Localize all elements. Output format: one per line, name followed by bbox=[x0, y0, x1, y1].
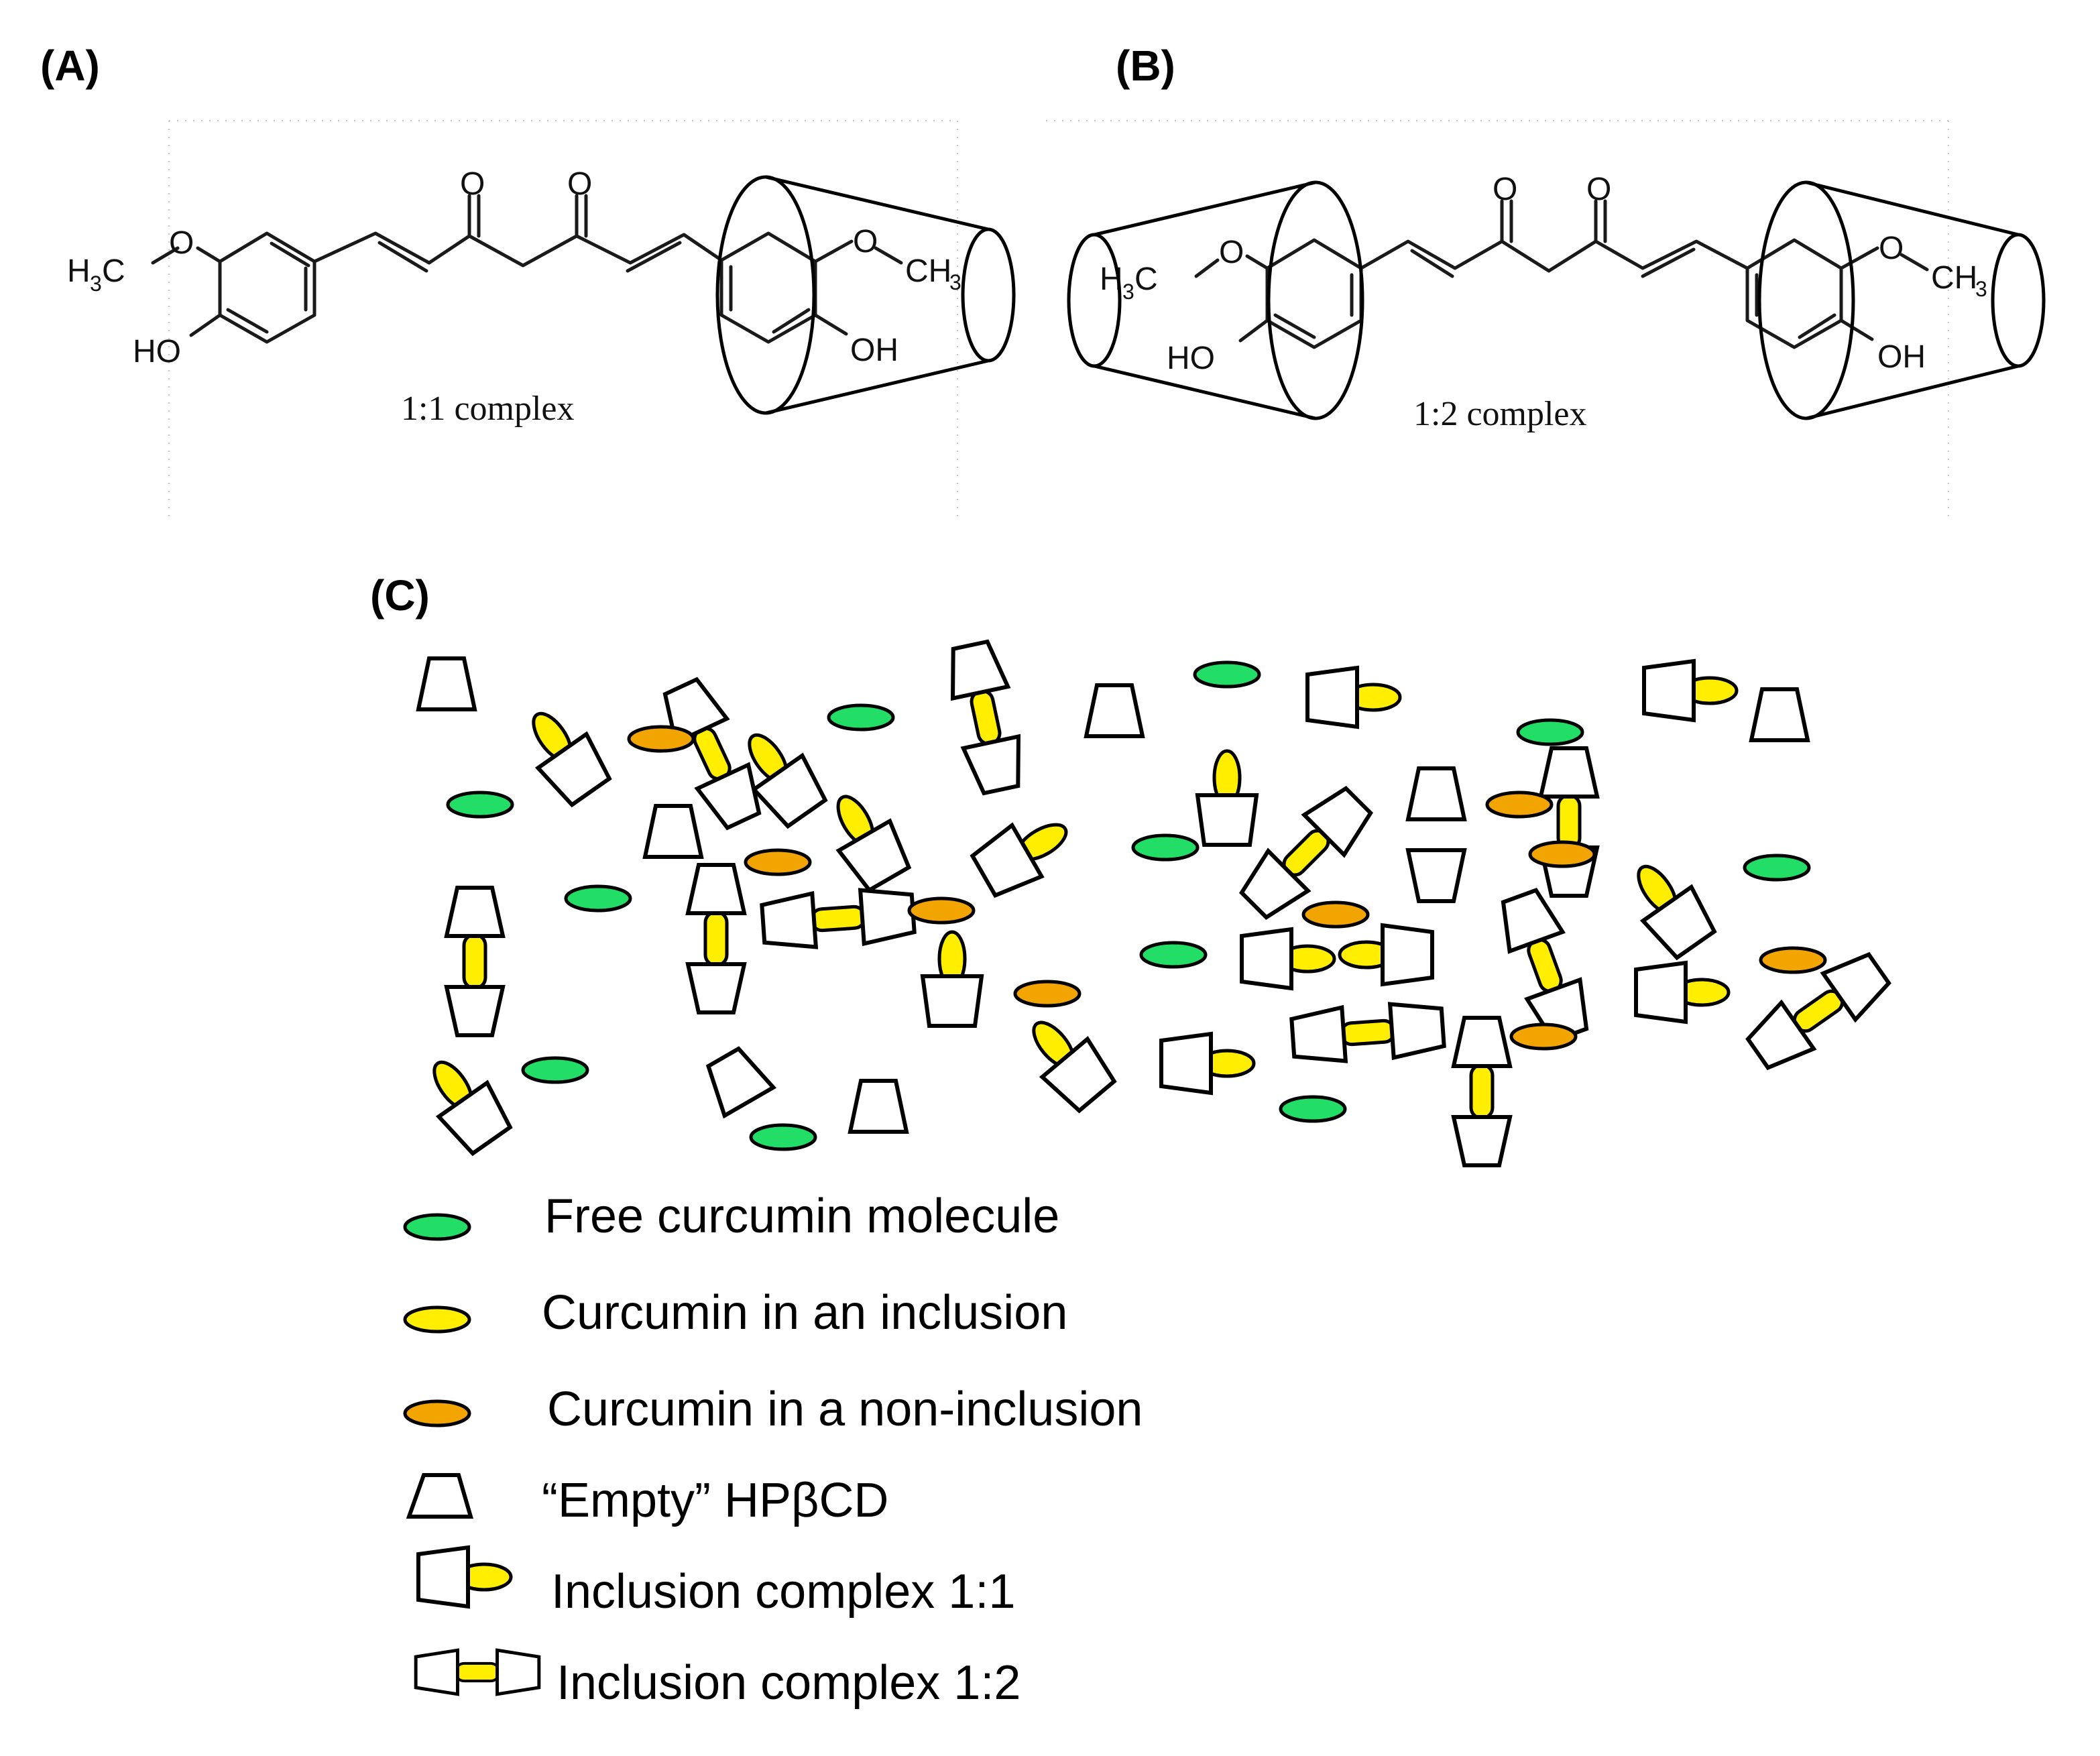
empty-hpbcd bbox=[850, 1081, 907, 1132]
scan-frame bbox=[168, 120, 1949, 516]
complex-1-1 bbox=[1307, 668, 1400, 727]
empty-hpbcd bbox=[1086, 685, 1143, 736]
legend-item-empty: “Empty” HPβCD bbox=[406, 1473, 888, 1527]
b-left-aryl-ring bbox=[1265, 238, 1363, 349]
panel-b-label: (B) bbox=[1116, 42, 1175, 90]
cyclodextrin-cone bbox=[715, 175, 1016, 415]
methoxy-o-right: O bbox=[853, 224, 878, 259]
complex-1-2 bbox=[1454, 1018, 1510, 1165]
legend-item-complex-1-1: Inclusion complex 1:1 bbox=[418, 1547, 1015, 1619]
hydroxy-left: HO bbox=[133, 334, 181, 369]
complex-1-1 bbox=[1618, 851, 1720, 961]
complex-1-2 bbox=[1493, 886, 1596, 1044]
complex-1-1 bbox=[1198, 751, 1257, 845]
h3c-subscript: 3 bbox=[90, 272, 102, 296]
right-cyclodextrin-cone bbox=[1757, 180, 2046, 420]
legend-item-inclusion: Curcumin in an inclusion bbox=[403, 1286, 1067, 1340]
legend-label-empty: “Empty” HPβCD bbox=[542, 1474, 888, 1527]
ketone-o-1: O bbox=[460, 166, 485, 202]
b-methoxy-o-right: O bbox=[1879, 231, 1904, 266]
complex-1-2 bbox=[1541, 748, 1597, 896]
b-h3c-subscript: 3 bbox=[1122, 280, 1134, 304]
complex-1-1 bbox=[513, 698, 615, 809]
ketone-o-2: O bbox=[567, 166, 592, 202]
complex-1-2 bbox=[761, 886, 915, 950]
legend-label-complex-1-2: Inclusion complex 1:2 bbox=[557, 1656, 1020, 1710]
panel-c-label: (C) bbox=[370, 571, 430, 620]
b-ch3-subscript: 3 bbox=[1975, 277, 1987, 301]
ch3-subscript: 3 bbox=[949, 270, 961, 294]
non-inclusion-curcumin-group bbox=[627, 725, 1827, 1051]
complex-1-2-swatch bbox=[416, 1650, 539, 1694]
empty-hpbcd bbox=[699, 1043, 774, 1116]
complex-1-2 bbox=[688, 865, 744, 1012]
legend-label-free: Free curcumin molecule bbox=[544, 1189, 1059, 1243]
left-aryl-ring bbox=[218, 231, 316, 344]
b-methoxy-o-left: O bbox=[1219, 235, 1244, 270]
legend-item-non-inclusion: Curcumin in a non-inclusion bbox=[403, 1383, 1143, 1436]
methoxy-o-left: O bbox=[169, 225, 194, 261]
b-hydroxy-right: OH bbox=[1877, 339, 1926, 375]
empty-hpbcd bbox=[1408, 850, 1464, 901]
right-aryl-ring bbox=[719, 231, 817, 344]
complex-1-1 bbox=[1161, 1034, 1254, 1093]
complex-1-1 bbox=[817, 782, 915, 893]
complex-1-1 bbox=[1014, 1005, 1119, 1115]
complexation-scene bbox=[414, 640, 1895, 1165]
complex-1-1 bbox=[1644, 661, 1737, 720]
empty-hpbcd-swatch bbox=[406, 1473, 473, 1519]
b-ch3-label: CH bbox=[1931, 260, 1977, 296]
structure-1-2-complex: O H 3 C HO O O O CH 3 OH bbox=[1067, 172, 2046, 433]
b-hydroxy-left: HO bbox=[1167, 341, 1215, 376]
b-h3c-carbon: C bbox=[1134, 261, 1158, 297]
free-curcumin-group bbox=[446, 660, 1811, 1151]
legend-item-complex-1-2: Inclusion complex 1:2 bbox=[416, 1650, 1020, 1710]
free-curcumin-swatch bbox=[403, 1213, 471, 1241]
legend-label-inclusion: Curcumin in an inclusion bbox=[542, 1286, 1067, 1340]
empty-hpbcd bbox=[645, 806, 701, 857]
legend-item-free: Free curcumin molecule bbox=[403, 1189, 1059, 1243]
ch3-label: CH bbox=[905, 253, 951, 289]
complex-1-2 bbox=[447, 888, 503, 1035]
panel-a-label: (A) bbox=[40, 42, 100, 90]
hydroxy-right: OH bbox=[850, 333, 898, 368]
h3c-carbon: C bbox=[102, 253, 125, 289]
empty-hpbcd bbox=[418, 658, 475, 709]
non-inclusion-curcumin-swatch bbox=[403, 1399, 471, 1427]
complex-1-1 bbox=[969, 803, 1080, 901]
inclusion-curcumin-swatch bbox=[403, 1305, 471, 1334]
legend-label-complex-1-1: Inclusion complex 1:1 bbox=[551, 1565, 1015, 1619]
b-ketone-o-2: O bbox=[1586, 172, 1611, 207]
caption-1-2: 1:2 complex bbox=[1413, 395, 1587, 433]
complex-1-2 bbox=[1291, 1000, 1444, 1064]
caption-1-1: 1:1 complex bbox=[401, 390, 575, 428]
complex-1-1 bbox=[414, 1047, 516, 1157]
empty-hpbcd bbox=[1408, 768, 1464, 819]
left-cyclodextrin-cone bbox=[1067, 180, 1364, 420]
complex-1-1-swatch bbox=[418, 1547, 511, 1606]
complex-1-1 bbox=[1340, 925, 1432, 984]
structure-1-1-complex: O H 3 C HO O O O CH 3 OH 1:1 bbox=[67, 166, 1016, 428]
legend-label-non-inclusion: Curcumin in a non-inclusion bbox=[547, 1383, 1143, 1436]
complex-1-1 bbox=[923, 932, 982, 1026]
h3c-label: H bbox=[67, 253, 91, 289]
empty-hpbcd bbox=[1751, 689, 1808, 740]
b-ketone-o-1: O bbox=[1493, 172, 1517, 207]
complex-1-2 bbox=[943, 640, 1029, 796]
legend: Free curcumin molecule Curcumin in an in… bbox=[403, 1189, 1143, 1710]
complex-1-1 bbox=[1636, 963, 1729, 1022]
complex-1-1 bbox=[1242, 929, 1334, 988]
